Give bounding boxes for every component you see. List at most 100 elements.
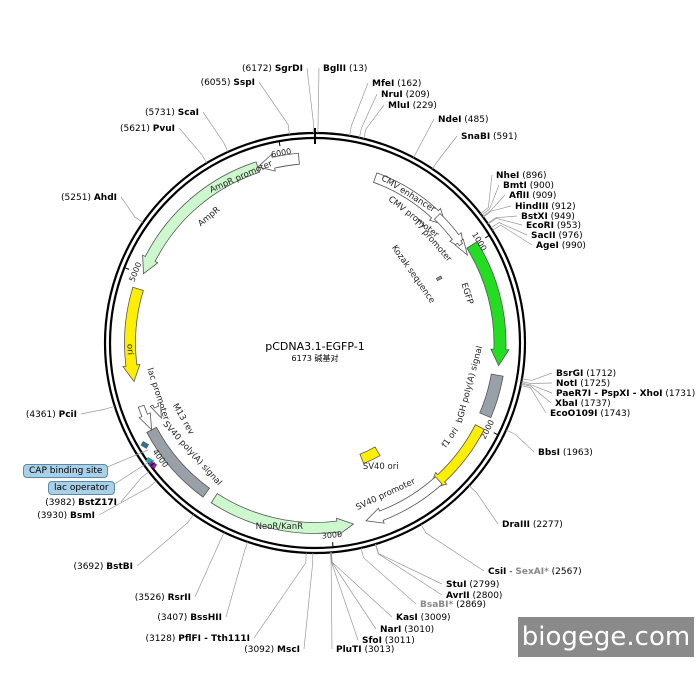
leader-stui	[375, 543, 443, 585]
enzyme-nhei: NheI (896)	[496, 171, 546, 181]
leader-pvui	[178, 127, 208, 164]
enzyme-name: PluTI	[336, 645, 362, 655]
enzyme-position: (1731)	[662, 389, 695, 399]
enzyme-position: (3128)	[145, 634, 178, 644]
enzyme-position: (3692)	[73, 562, 106, 572]
feature-sv40-poly-a-signal	[146, 426, 211, 498]
enzyme-position: (2567)	[549, 567, 582, 577]
enzyme-position: (949)	[548, 212, 575, 222]
enzyme-bsmi: (3930) BsmI	[37, 511, 95, 521]
enzyme-name: BsrGI	[556, 369, 583, 379]
leader-nari	[330, 552, 377, 630]
enzyme-nrui: NruI (209)	[381, 90, 430, 100]
enzyme-name: NdeI	[438, 115, 461, 125]
feature-sv40-promoter	[365, 476, 443, 524]
leader-sspi	[258, 81, 290, 135]
leader-agei	[492, 224, 533, 246]
feature-m13-rev	[149, 401, 162, 420]
enzyme-position: (900)	[527, 181, 554, 191]
enzyme-position: (3013)	[362, 645, 395, 655]
feature-label-neor-kanr: NeoR/KanR	[256, 522, 304, 532]
enzyme-name: BstBI	[106, 562, 133, 572]
leader-pcii	[80, 405, 115, 415]
enzyme-position: (2277)	[530, 520, 563, 530]
feature-ampr	[142, 161, 261, 275]
tick-mark-2000	[493, 432, 499, 436]
enzyme-xbai: XbaI (1737)	[555, 399, 611, 409]
enzyme-position: (2799)	[467, 580, 500, 590]
enzyme-paer7i-pspxi-xhoi: PaeR7I - PspXI - XhoI (1731)	[556, 389, 695, 399]
tick-mark-6000	[278, 141, 281, 147]
enzyme-position: (5731)	[145, 108, 178, 118]
enzyme-name: PvuI	[153, 124, 175, 134]
feature-label-f1-ori: f1 ori	[440, 426, 461, 450]
enzyme-draiii: DraIII (2277)	[502, 520, 563, 530]
watermark: biogege.com	[518, 617, 694, 657]
enzyme-name: BglII	[323, 64, 346, 74]
leader-bbsi	[505, 429, 535, 453]
enzyme-ecoo109i: EcoO109I (1743)	[550, 409, 630, 419]
leader-avrii	[375, 544, 443, 596]
leader-xbai	[520, 383, 552, 404]
enzyme-name: NruI	[381, 90, 403, 100]
enzyme-name: DraIII	[502, 520, 530, 530]
lac-operator-leader	[109, 459, 153, 488]
feature-label-egfp: EGFP	[459, 282, 475, 306]
enzyme-bglii: BglII (13)	[323, 64, 367, 74]
enzyme-name: HindIII	[515, 202, 549, 212]
enzyme-pluti: PluTI (3013)	[336, 645, 394, 655]
leader-pluti	[330, 552, 333, 650]
enzyme-position: (2869)	[453, 600, 486, 610]
tick-mark-5000	[124, 267, 130, 270]
enzyme-position: (990)	[559, 241, 586, 251]
enzyme-pflfi-tth111i: (3128) PflFI - Tth111I	[145, 634, 250, 644]
enzyme-name: NheI	[496, 171, 519, 181]
plasmid-title: pCDNA3.1-EGFP-1	[265, 340, 365, 353]
feature-ori	[122, 286, 144, 383]
feature-lac-promoter	[137, 404, 153, 431]
feature-kozak-sequence	[435, 275, 443, 282]
enzyme-name: XbaI	[555, 399, 578, 409]
tick-label-6000: 6000	[270, 147, 292, 159]
enzyme-ndei: NdeI (485)	[438, 115, 489, 125]
enzyme-name: PaeR7I - PspXI - XhoI	[556, 389, 662, 399]
leader-sgrdi	[306, 67, 314, 134]
leader-ahdi	[120, 196, 144, 223]
enzyme-name: AvrII	[446, 591, 470, 601]
feature-neor-kanr	[210, 492, 355, 536]
lac-operator-callout: lac operator	[48, 481, 115, 495]
enzyme-bstz17i: (3982) BstZ17I	[45, 498, 117, 508]
leader-snabi	[432, 135, 458, 170]
leader-bstxi	[487, 215, 518, 224]
tick-mark-4000	[150, 462, 155, 466]
enzyme-position: (2800)	[470, 591, 503, 601]
enzyme-name: AhdI	[94, 193, 117, 203]
enzyme-name: SgrDI	[275, 64, 303, 74]
enzyme-position: (976)	[556, 231, 583, 241]
cap-callout-leader	[99, 449, 149, 471]
enzyme-name-extra: SexAI*	[515, 567, 549, 577]
tick-label-3000: 3000	[321, 530, 342, 541]
feature-t7-promoter	[454, 238, 469, 257]
enzyme-name: BssHII	[190, 613, 222, 623]
leader-nhei	[480, 174, 493, 214]
leader-bsshii	[225, 541, 249, 618]
enzyme-name: SspI	[233, 78, 255, 88]
enzyme-bstxi: BstXI (949)	[521, 212, 575, 222]
enzyme-position: (1725)	[577, 379, 610, 389]
leader-ecoo109i	[520, 385, 547, 414]
enzyme-name: RsrII	[168, 593, 191, 603]
enzyme-sspi: (6055) SspI	[201, 78, 255, 88]
feature-ampr-promoter	[257, 152, 300, 172]
enzyme-position: (909)	[529, 191, 556, 201]
enzyme-name: PciI	[59, 410, 77, 420]
enzyme-name: AgeI	[536, 241, 559, 251]
enzyme-position: (5251)	[61, 193, 94, 203]
tick-mark-1000	[484, 234, 490, 239]
leader-mlui	[363, 104, 385, 139]
leader-bstz17i	[120, 471, 150, 503]
feature-bgh-poly-a-signal	[479, 373, 504, 419]
enzyme-scai: (5731) ScaI	[145, 108, 199, 118]
